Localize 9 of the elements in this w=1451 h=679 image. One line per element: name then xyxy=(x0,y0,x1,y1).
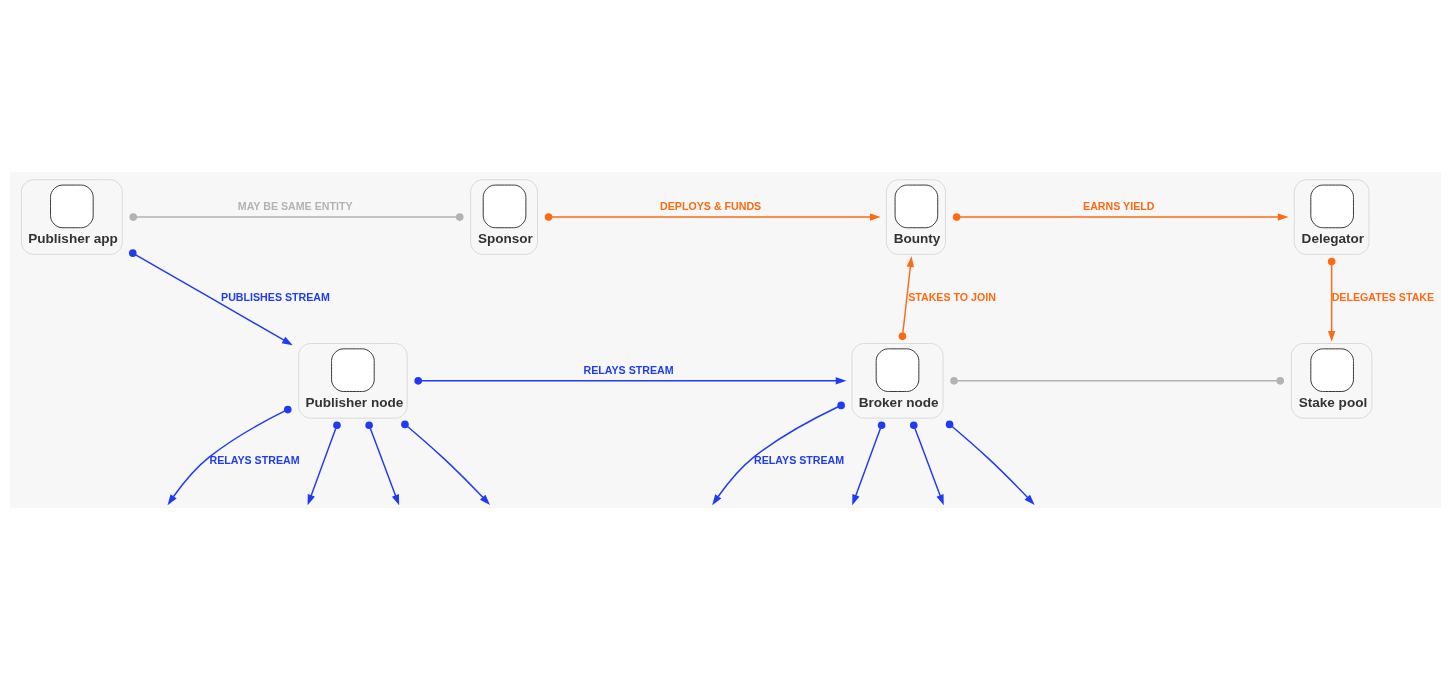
edge-label: PUBLISHES STREAM xyxy=(221,290,330,303)
edge-label: RELAYS STREAM xyxy=(754,453,845,466)
edge-label: RELAYS STREAM xyxy=(209,453,300,466)
edge-label: EARNS YIELD xyxy=(1083,199,1155,212)
edge-label: STAKES TO JOIN xyxy=(908,290,996,303)
edge-label: RELAYS STREAM xyxy=(583,363,674,376)
edge-label: MAY BE SAME ENTITY xyxy=(237,199,353,212)
edge-label: DEPLOYS & FUNDS xyxy=(660,199,762,212)
edge-label: DELEGATES STAKE xyxy=(1331,290,1435,303)
